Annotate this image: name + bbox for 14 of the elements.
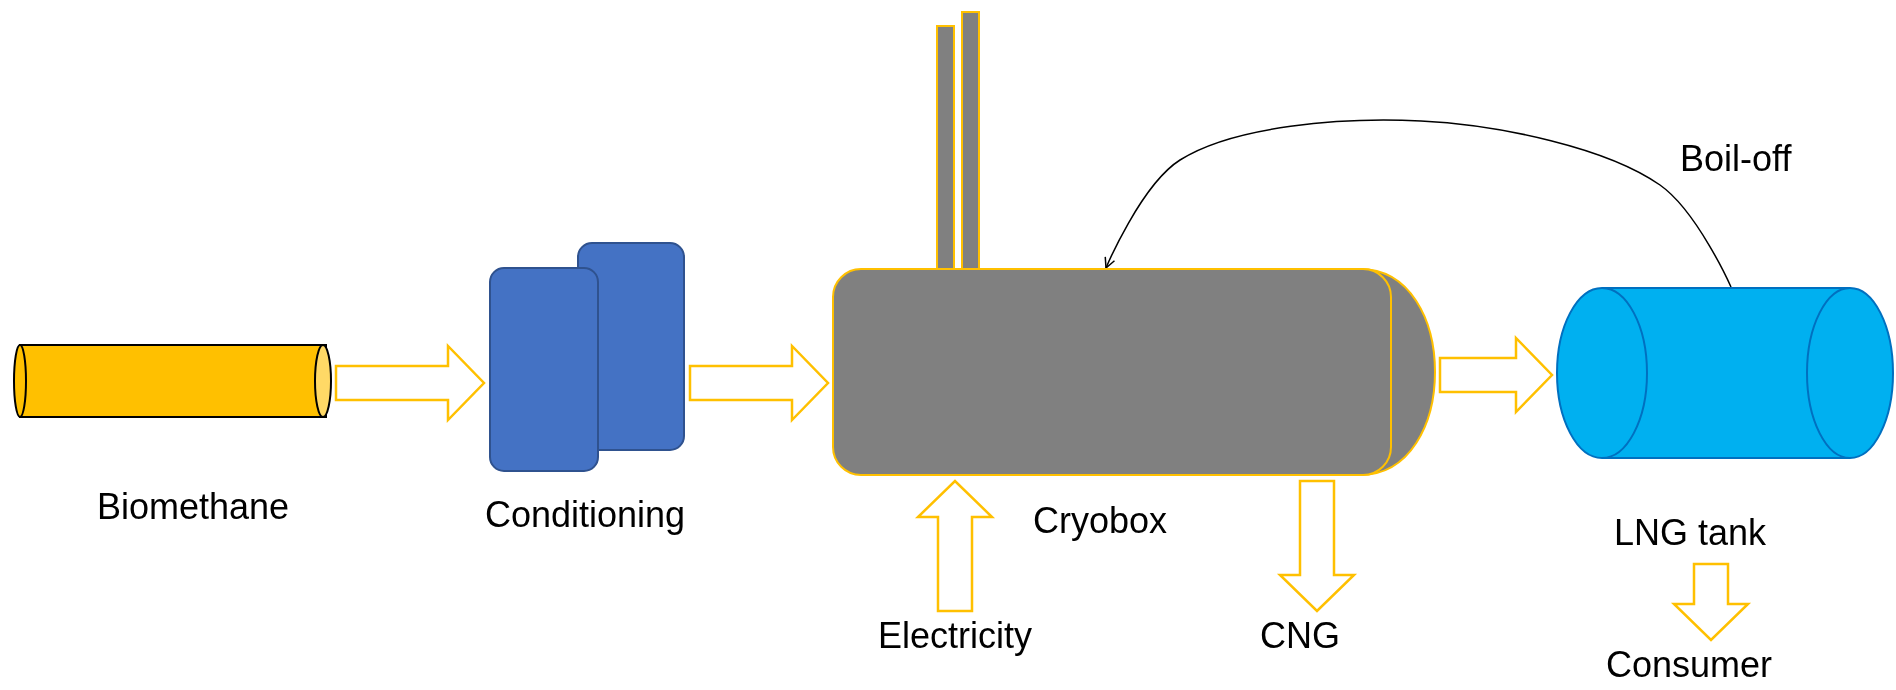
- block-arrow: [334, 342, 486, 424]
- node-label: Cryobox: [1032, 500, 1168, 542]
- block-arrow: [1276, 479, 1358, 613]
- block-arrow: [1670, 562, 1752, 642]
- block-arrow: [688, 342, 830, 424]
- node-label: Biomethane: [96, 486, 290, 528]
- node-label: LNG tank: [1613, 512, 1767, 554]
- node-label: Electricity: [878, 615, 1032, 657]
- block-arrow: [1438, 334, 1554, 416]
- curved-arrow: [1104, 119, 1732, 288]
- block-arrow: [914, 479, 996, 613]
- node-label: CNG: [1260, 615, 1340, 657]
- node-label: Consumer: [1605, 644, 1773, 686]
- node-label: Conditioning: [484, 494, 686, 536]
